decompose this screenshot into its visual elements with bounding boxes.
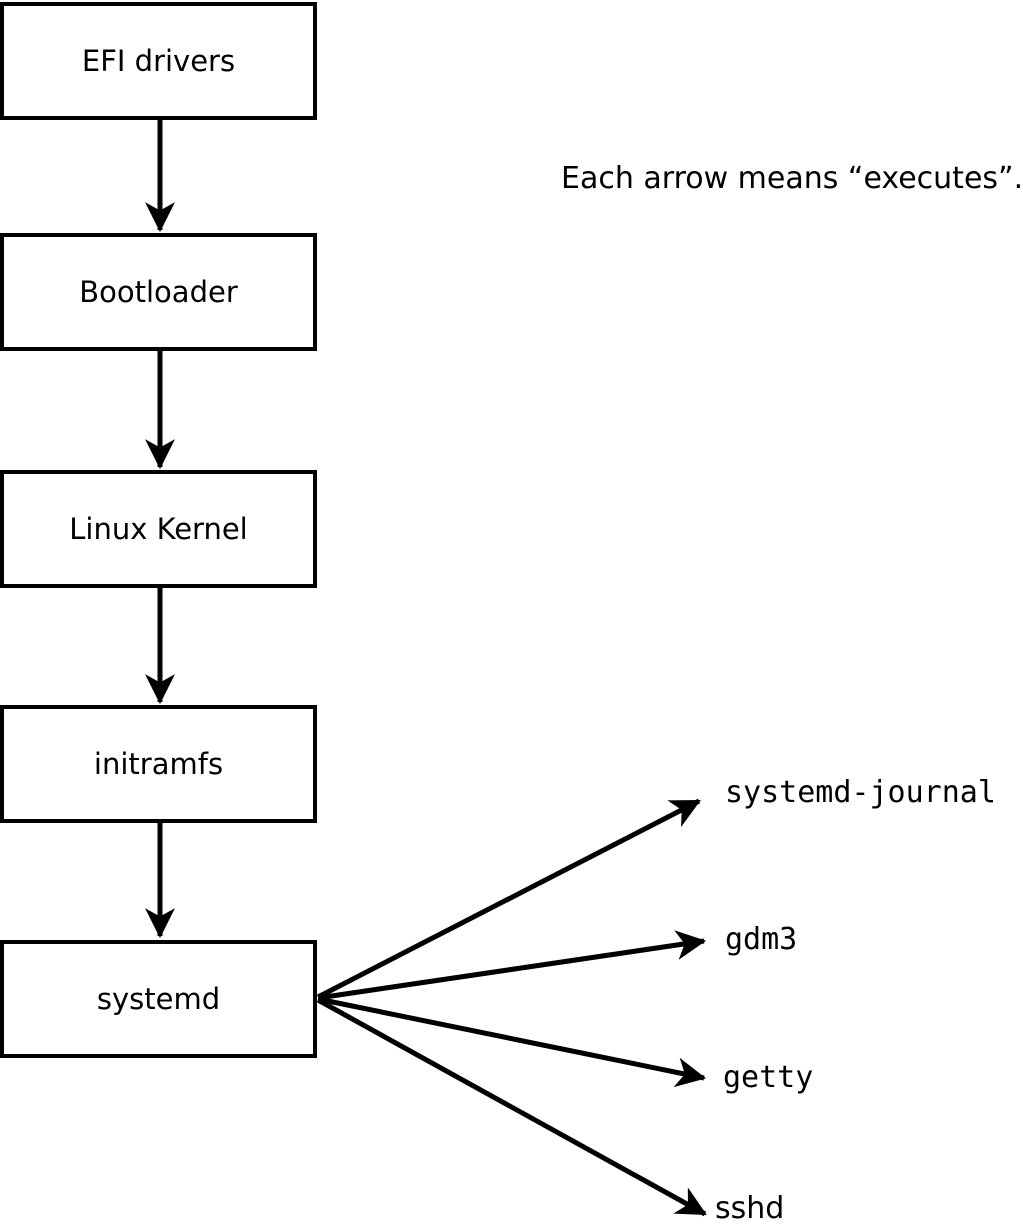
arrow-systemd-to-sshd (316, 997, 707, 1217)
arrow-systemd-to-gdm3 (317, 930, 707, 1001)
box-efi-drivers-label: EFI drivers (81, 43, 236, 78)
box-bootloader: Bootloader (0, 233, 317, 351)
arrow-legend-note: Each arrow means “executes”. (561, 161, 1023, 196)
target-systemd-journal: systemd-journal (725, 775, 996, 810)
target-sshd: sshd (715, 1191, 785, 1226)
box-linux-kernel-label: Linux Kernel (69, 511, 248, 546)
box-bootloader-label: Bootloader (79, 274, 238, 309)
box-efi-drivers: EFI drivers (0, 2, 317, 120)
arrow-systemd-to-journal (316, 798, 701, 1000)
box-systemd-label: systemd (96, 981, 221, 1016)
target-getty: getty (723, 1060, 814, 1095)
box-initramfs: initramfs (0, 705, 317, 823)
target-gdm3: gdm3 (725, 922, 798, 957)
arrow-systemd-to-getty (317, 996, 707, 1088)
box-linux-kernel: Linux Kernel (0, 470, 317, 588)
box-initramfs-label: initramfs (93, 746, 224, 781)
box-systemd: systemd (0, 940, 317, 1058)
